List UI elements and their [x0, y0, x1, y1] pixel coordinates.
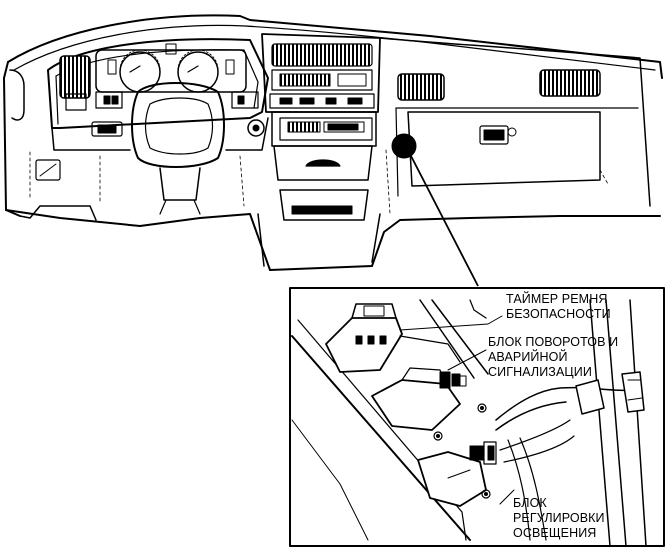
label-lighting-control-line1: БЛОК	[513, 496, 547, 510]
inset-detail-box	[289, 287, 665, 547]
callout-marker	[391, 133, 417, 159]
label-turn-hazard-line3: СИГНАЛИЗАЦИИ	[488, 365, 592, 379]
label-turn-hazard-line1: БЛОК ПОВОРОТОВ И	[488, 335, 619, 349]
label-seatbelt-timer-line1: ТАЙМЕР РЕМНЯ	[506, 292, 608, 306]
dashboard-illustration	[3, 14, 663, 271]
label-turn-hazard-line2: АВАРИЙНОЙ	[488, 350, 568, 364]
label-lighting-control-line3: ОСВЕЩЕНИЯ	[513, 526, 597, 540]
callout-leader-line	[409, 153, 479, 287]
label-seatbelt-timer-line2: БЕЗОПАСНОСТИ	[506, 307, 611, 321]
label-lighting-control-line2: РЕГУЛИРОВКИ	[513, 511, 605, 525]
